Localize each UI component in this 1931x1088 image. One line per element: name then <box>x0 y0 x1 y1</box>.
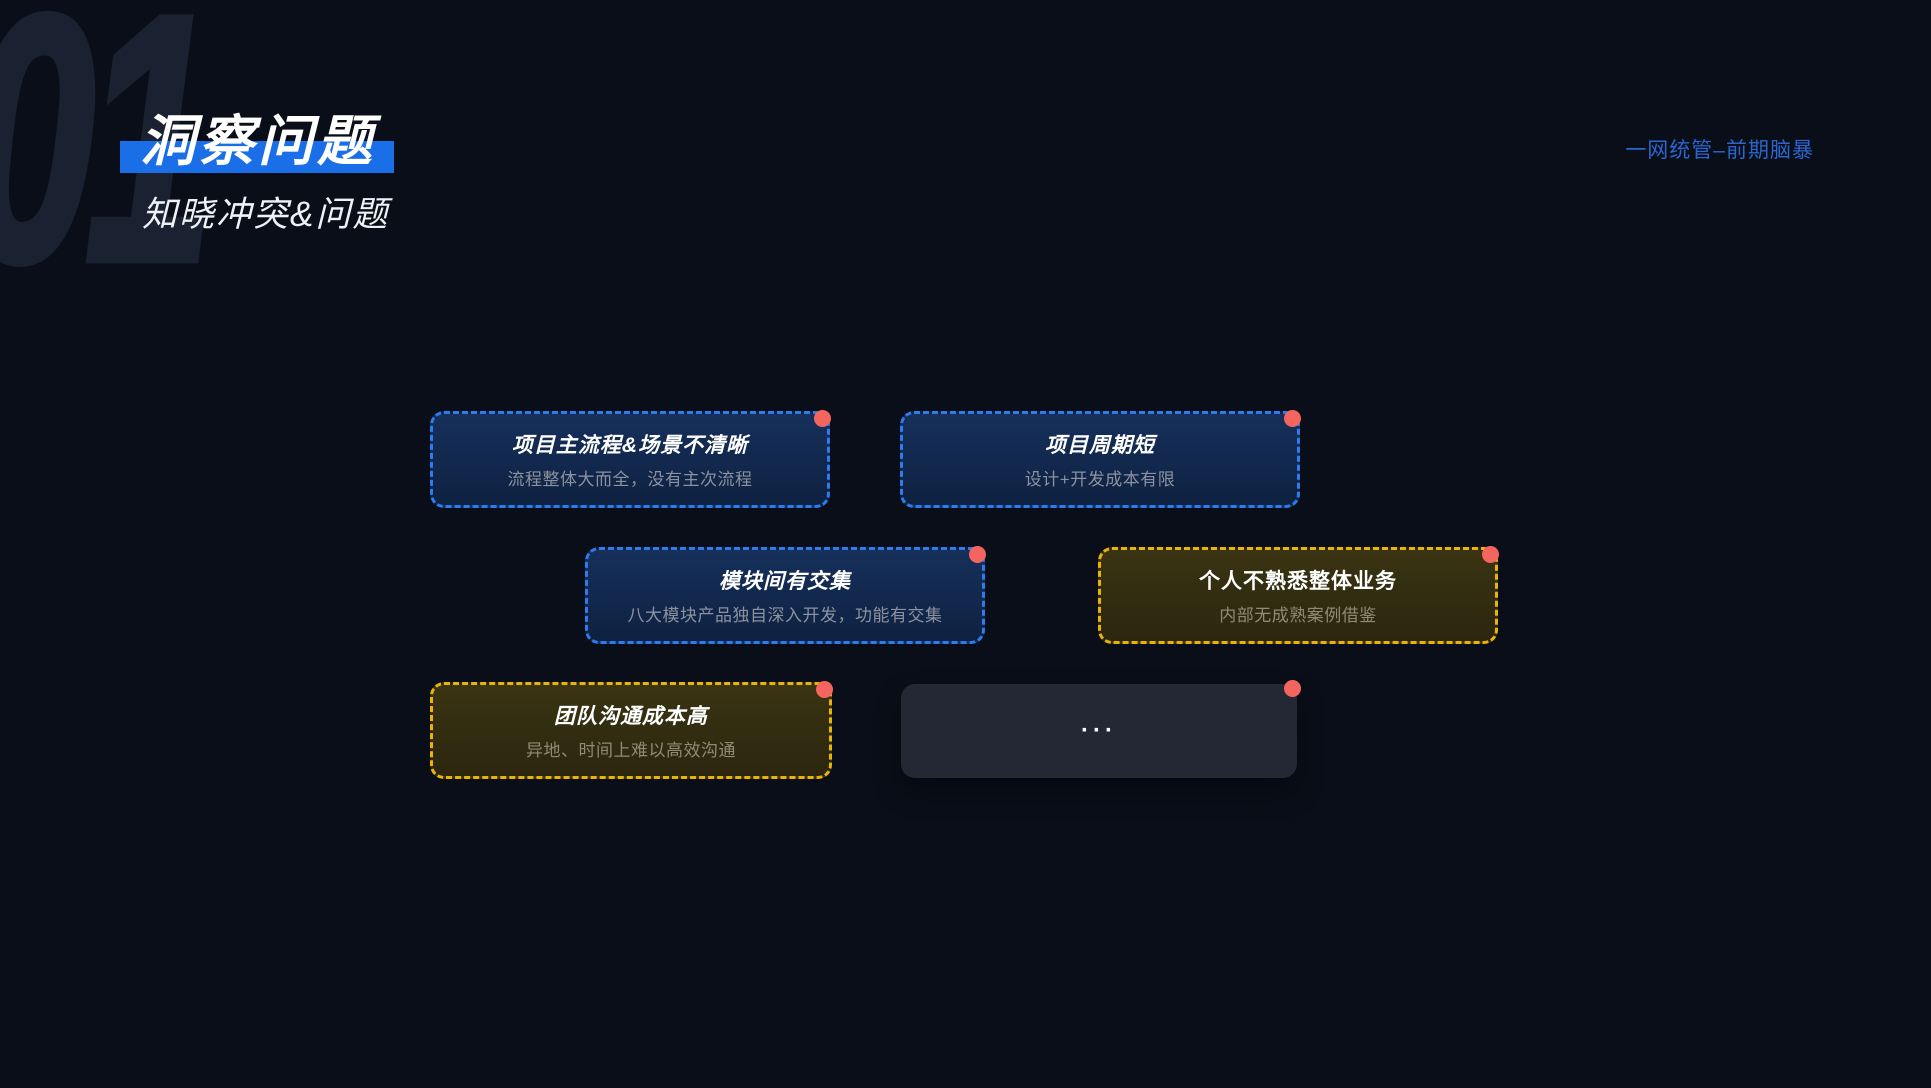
card-subtitle: 异地、时间上难以高效沟通 <box>526 741 736 760</box>
card-subtitle: 内部无成熟案例借鉴 <box>1219 606 1377 625</box>
red-dot-marker <box>814 410 831 427</box>
problem-card-more: ··· <box>901 680 1301 778</box>
card-title: 个人不熟悉整体业务 <box>1199 570 1397 593</box>
page-title: 洞察问题 <box>140 110 377 172</box>
red-dot-marker <box>1284 680 1301 697</box>
problem-card-unclear-main-flow: 项目主流程&场景不清晰 流程整体大而全，没有主次流程 <box>430 410 831 508</box>
card-title: 项目主流程&场景不清晰 <box>511 434 749 457</box>
project-label: 一网统管–前期脑暴 <box>1625 139 1814 162</box>
page-subtitle: 知晓冲突&问题 <box>142 195 390 234</box>
title-highlight-bar <box>120 141 394 173</box>
red-dot-marker <box>969 546 986 563</box>
card-title: 模块间有交集 <box>719 570 851 593</box>
problem-card-communication-cost: 团队沟通成本高 异地、时间上难以高效沟通 <box>430 681 833 779</box>
ellipsis-placeholder: ··· <box>1081 717 1117 744</box>
red-dot-marker <box>1482 546 1499 563</box>
problem-card-module-overlap: 模块间有交集 八大模块产品独自深入开发，功能有交集 <box>585 546 986 644</box>
card-subtitle: 设计+开发成本有限 <box>1024 470 1176 489</box>
card-title: 团队沟通成本高 <box>554 705 708 728</box>
card-subtitle: 流程整体大而全，没有主次流程 <box>507 470 753 489</box>
red-dot-marker <box>1284 410 1301 427</box>
card-subtitle: 八大模块产品独自深入开发，功能有交集 <box>627 606 943 625</box>
card-title: 项目周期短 <box>1045 434 1155 457</box>
problem-card-short-cycle: 项目周期短 设计+开发成本有限 <box>900 410 1301 508</box>
problem-card-unfamiliar-business: 个人不熟悉整体业务 内部无成熟案例借鉴 <box>1098 546 1499 644</box>
red-dot-marker <box>816 681 833 698</box>
